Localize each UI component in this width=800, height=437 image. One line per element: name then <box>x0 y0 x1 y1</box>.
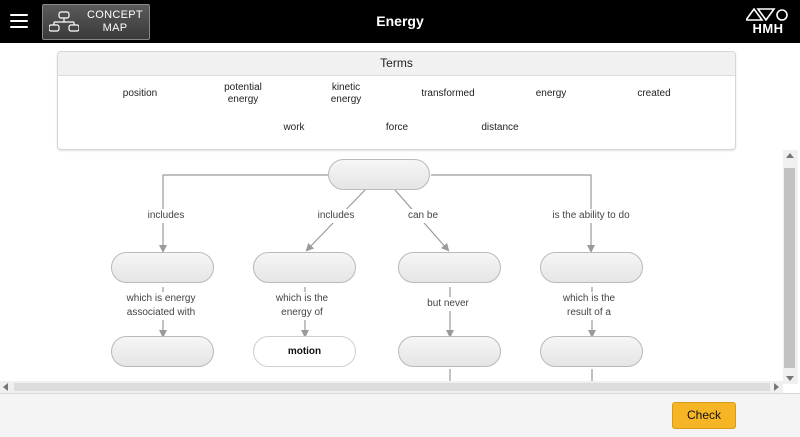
node-motion[interactable]: motion <box>253 336 356 367</box>
term-kinetic-energy[interactable]: kinetic energy <box>330 82 362 105</box>
term-distance[interactable]: distance <box>481 122 519 133</box>
node-drop-target-2[interactable] <box>253 252 356 283</box>
scroll-right-icon[interactable] <box>774 383 779 391</box>
root-node-drop-target[interactable] <box>328 159 430 190</box>
scroll-up-icon[interactable] <box>786 153 794 158</box>
vertical-scrollbar[interactable] <box>783 150 798 384</box>
terms-panel: Terms position potential energy kinetic … <box>57 51 736 150</box>
term-transformed[interactable]: transformed <box>421 88 475 99</box>
term-created[interactable]: created <box>637 88 671 99</box>
term-work[interactable]: work <box>283 122 305 133</box>
link-label-can-be: can be <box>405 209 441 223</box>
menu-icon[interactable] <box>10 14 28 28</box>
horizontal-scroll-thumb[interactable] <box>14 383 770 391</box>
term-energy[interactable]: energy <box>535 88 567 99</box>
hmh-wordmark: HMH <box>752 21 784 36</box>
link-label-but-never: but never <box>425 297 471 311</box>
node-drop-target-1[interactable] <box>111 252 214 283</box>
term-position[interactable]: position <box>122 88 158 99</box>
terms-header: Terms <box>58 52 735 76</box>
node-drop-target-6[interactable] <box>398 336 501 367</box>
link-label-energy-associated: which is energy associated with <box>124 292 198 320</box>
term-potential-energy[interactable]: potential energy <box>224 82 262 105</box>
scroll-down-icon[interactable] <box>786 376 794 381</box>
link-label-includes-1: includes <box>145 209 187 223</box>
app-title: CONCEPT MAP <box>87 9 143 34</box>
concept-map-icon <box>49 11 79 32</box>
scroll-left-icon[interactable] <box>3 383 8 391</box>
link-label-ability-to-do: is the ability to do <box>550 209 632 223</box>
concept-map-badge[interactable]: CONCEPT MAP <box>42 4 150 40</box>
vertical-scroll-thumb[interactable] <box>784 168 795 368</box>
node-drop-target-7[interactable] <box>540 336 643 367</box>
node-drop-target-3[interactable] <box>398 252 501 283</box>
horizontal-scrollbar[interactable] <box>0 381 783 393</box>
link-label-includes-2: includes <box>315 209 357 223</box>
term-force[interactable]: force <box>385 122 409 133</box>
link-label-result-of: which is the result of a <box>560 292 618 320</box>
check-button[interactable]: Check <box>672 402 736 429</box>
link-label-energy-of: which is the energy of <box>273 292 331 320</box>
hmh-logo: HMH <box>744 7 790 36</box>
node-drop-target-5[interactable] <box>111 336 214 367</box>
page-title: Energy <box>376 13 424 29</box>
concept-map-workspace: Terms position potential energy kinetic … <box>0 43 783 384</box>
top-bar: CONCEPT MAP Energy HMH <box>0 0 800 43</box>
connector-lines <box>159 174 596 384</box>
node-drop-target-4[interactable] <box>540 252 643 283</box>
hmh-logo-icon <box>744 7 788 22</box>
footer-bar: Check <box>0 393 800 437</box>
